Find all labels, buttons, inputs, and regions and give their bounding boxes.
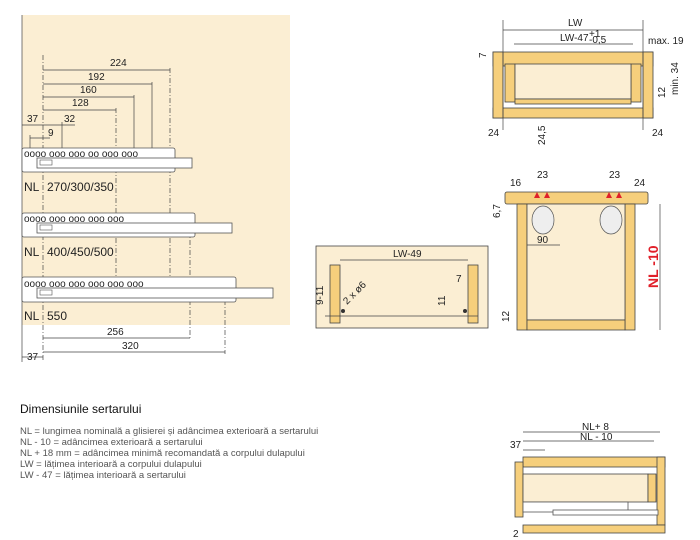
rail-length-label-3: 550 bbox=[47, 309, 67, 323]
dim-37-bottom: 37 bbox=[27, 352, 39, 363]
legend-title: Dimensiunile sertarului bbox=[20, 402, 142, 416]
legend-line: LW - 47 = lățimea interioară a sertarulu… bbox=[20, 470, 186, 481]
dim-11: 11 bbox=[437, 295, 448, 306]
dim-24-bottom: 24 bbox=[634, 178, 646, 189]
nl-label: NL bbox=[24, 180, 40, 194]
dim-128: 128 bbox=[72, 98, 89, 109]
dim-23-right: 23 bbox=[609, 170, 621, 181]
dim-nl-plus-8: NL+ 8 bbox=[582, 422, 609, 433]
dim-2: 2 bbox=[513, 529, 519, 540]
nl-label: NL bbox=[24, 309, 40, 323]
svg-text:oooo ooo ooo: oooo ooo ooo ooo ooo bbox=[24, 214, 125, 225]
dim-160: 160 bbox=[80, 85, 97, 96]
dim-7: 7 bbox=[478, 52, 489, 58]
dim-6-7: 6,7 bbox=[492, 204, 503, 218]
dim-16: 16 bbox=[510, 178, 522, 189]
locking-device bbox=[531, 205, 555, 235]
front-view-diagram: LW LW-47 +1 -0,5 max. 19 7 12 min. 34 24… bbox=[478, 18, 684, 145]
dim-lw47-tol-top: +1 bbox=[589, 29, 601, 40]
back-panel-view-diagram: LW-49 7 11 9-11 2 x ø6 bbox=[315, 245, 489, 329]
dim-24-right: 24 bbox=[652, 128, 664, 139]
svg-text:oooo ooo ooo oo ooo: oooo ooo ooo oo ooo ooo bbox=[24, 149, 138, 160]
side-view-diagram: NL+ 8 NL - 10 37 2 bbox=[510, 422, 666, 540]
dim-12: 12 bbox=[657, 86, 668, 98]
dim-192: 192 bbox=[88, 72, 105, 83]
dim-12-bottom: 12 bbox=[501, 310, 512, 322]
legend-line: LW = lățimea interioară a corpului dulap… bbox=[20, 459, 202, 470]
dim-9: 9 bbox=[48, 128, 54, 139]
dim-min34: min. 34 bbox=[670, 62, 681, 95]
rail-long: oooo ooo ooo ooo ooo ooo bbox=[21, 276, 274, 303]
dim-7-back: 7 bbox=[456, 274, 462, 285]
dim-90: 90 bbox=[537, 235, 549, 246]
dim-37-side: 37 bbox=[510, 440, 522, 451]
dim-256: 256 bbox=[107, 327, 124, 338]
legend-line: NL + 18 mm = adâncimea minimă recomandat… bbox=[20, 448, 305, 459]
dim-nl-10-red: NL -10 bbox=[645, 245, 661, 288]
dim-nl-minus-10: NL - 10 bbox=[580, 432, 613, 443]
svg-text:oooo ooo ooo: oooo ooo ooo ooo ooo ooo bbox=[24, 279, 144, 290]
dim-37: 37 bbox=[27, 114, 39, 125]
legend-line: NL - 10 = adâncimea exterioară a sertaru… bbox=[20, 437, 203, 448]
dim-lw47: LW-47 bbox=[560, 33, 589, 44]
drawer-dimensions-legend: Dimensiunile sertarului NL = lungimea no… bbox=[20, 402, 318, 481]
bottom-view-diagram: 23 16 23 24 6,7 90 NL -10 12 bbox=[492, 170, 661, 331]
dim-24-left: 24 bbox=[488, 128, 500, 139]
dim-320: 320 bbox=[122, 341, 139, 352]
rail-short: oooo ooo ooo oo ooo ooo bbox=[21, 147, 193, 173]
dim-24-5: 24,5 bbox=[537, 125, 548, 145]
dim-32: 32 bbox=[64, 114, 76, 125]
rail-length-label-1: 270/300/350 bbox=[47, 180, 114, 194]
dim-lw49: LW-49 bbox=[393, 249, 422, 260]
dim-lw: LW bbox=[568, 18, 583, 29]
legend-line: NL = lungimea nominală a glisierei și ad… bbox=[20, 426, 319, 437]
nl-label: NL bbox=[24, 245, 40, 259]
locking-device bbox=[599, 205, 623, 235]
dim-lw47-tol-bottom: -0,5 bbox=[589, 35, 607, 46]
rail-medium: oooo ooo ooo ooo ooo bbox=[21, 212, 233, 238]
dim-23-left: 23 bbox=[537, 170, 549, 181]
rail-hole-pattern-diagram: 224 192 160 128 32 37 9 oooo ooo ooo oo … bbox=[21, 15, 290, 363]
dim-224: 224 bbox=[110, 58, 127, 69]
dim-max19: max. 19 bbox=[648, 36, 684, 47]
rail-length-label-2: 400/450/500 bbox=[47, 245, 114, 259]
dim-9-11: 9-11 bbox=[315, 285, 326, 305]
